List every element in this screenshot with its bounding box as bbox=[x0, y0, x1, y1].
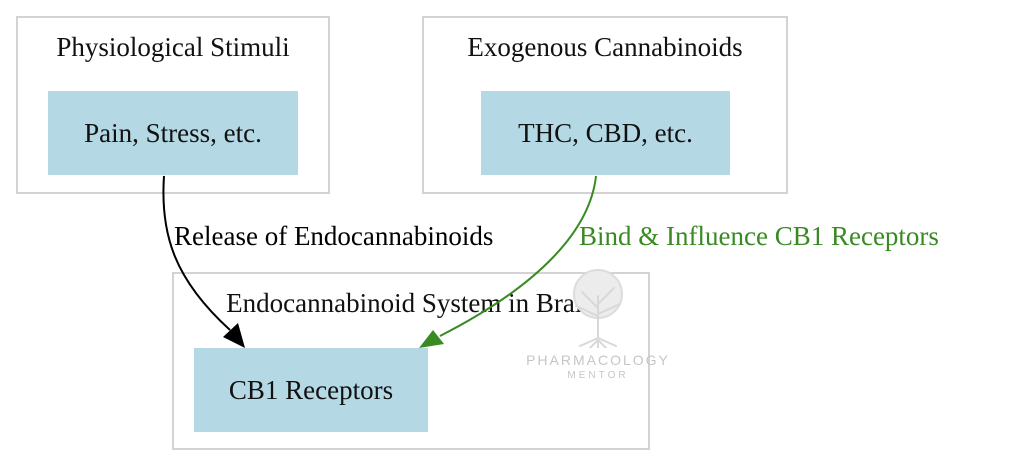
edge-label-bind: Bind & Influence CB1 Receptors bbox=[579, 221, 939, 251]
tree-logo-icon bbox=[573, 269, 623, 348]
node-cb1-receptors[interactable]: CB1 Receptors bbox=[194, 348, 428, 432]
edge-bind-path bbox=[439, 175, 597, 337]
pharmacology-mentor-watermark: PHARMACOLOGY MENTOR bbox=[510, 268, 686, 386]
cluster-title-exogenous: Exogenous Cannabinoids bbox=[467, 32, 743, 62]
cluster-title-physiological: Physiological Stimuli bbox=[56, 32, 290, 62]
watermark-line-2: MENTOR bbox=[567, 370, 629, 381]
edge-bind-arrowhead bbox=[419, 330, 444, 348]
cluster-title-brain: Endocannabinoid System in Brain bbox=[226, 288, 596, 318]
edge-label-release: Release of Endocannabinoids bbox=[174, 221, 494, 251]
edge-release-arrowhead bbox=[223, 323, 245, 348]
watermark-line-1: PHARMACOLOGY bbox=[526, 352, 670, 368]
edge-release-path bbox=[162, 175, 231, 331]
node-pain-stress[interactable]: Pain, Stress, etc. bbox=[48, 91, 298, 175]
node-thc-cbd[interactable]: THC, CBD, etc. bbox=[481, 91, 730, 175]
